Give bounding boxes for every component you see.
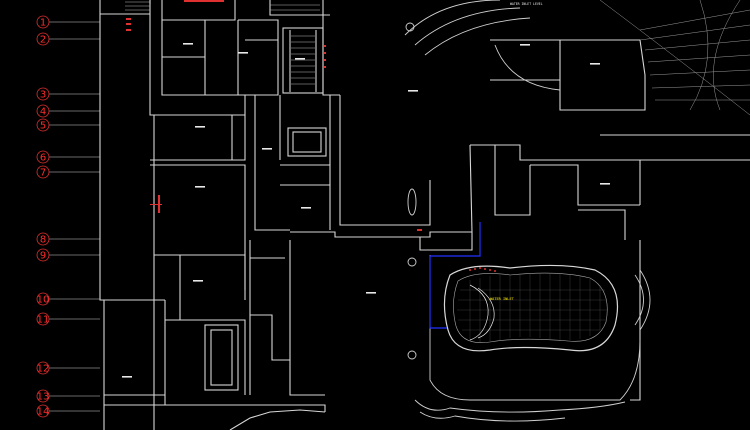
pool-red-markers (469, 267, 496, 272)
grid-axis-label-5: 5 (40, 121, 46, 132)
swimming-pool: WATER INLET (443, 264, 619, 352)
grid-axis-4: 4 (36, 104, 100, 118)
entrance-curve (404, 0, 561, 91)
grid-axis-13: 13 (36, 389, 100, 403)
grid-axis-label-8: 8 (40, 235, 46, 246)
grid-axis-1: 1 (36, 15, 100, 29)
grid-axis-label-9: 9 (40, 251, 46, 262)
grid-axis-10: 10 (36, 292, 100, 306)
pool-steps (469, 284, 489, 341)
grid-axis-label-12: 12 (37, 364, 50, 375)
grid-axis-label-3: 3 (40, 90, 46, 101)
water-supply-line (429, 222, 481, 329)
stair-treads (125, 1, 320, 85)
grid-axis-label-1: 1 (40, 18, 46, 29)
grid-axis-8: 8 (36, 232, 100, 246)
grid-axis-label-6: 6 (40, 153, 46, 164)
grid-axis-label-4: 4 (40, 107, 46, 118)
west-boundary-wall (99, 0, 105, 430)
grid-axis-label-7: 7 (40, 168, 46, 179)
grid-axis-6: 6 (36, 150, 100, 164)
pool-outline (443, 264, 619, 352)
grid-axis-5: 5 (36, 118, 100, 132)
grid-axis-label-11: 11 (37, 315, 50, 326)
pool-terrace (407, 188, 651, 422)
grid-axis-2: 2 (36, 32, 100, 46)
water-inlet-label: WATER INLET (490, 297, 515, 301)
pool-inner-outline (453, 272, 608, 343)
grid-axis-label-14: 14 (37, 407, 50, 418)
room-tags (122, 43, 610, 378)
grid-axis-label-2: 2 (40, 35, 46, 46)
red-annotations (126, 0, 422, 231)
grid-axis-14: 14 (36, 404, 100, 418)
grid-axes: 1 2 3 4 5 6 7 (36, 15, 100, 418)
grid-axis-9: 9 (36, 248, 100, 262)
grid-axis-11: 11 (36, 312, 100, 326)
landscape-fan (599, 0, 750, 116)
pool-tile-pattern (457, 273, 607, 342)
walls (99, 0, 750, 430)
grid-axis-7: 7 (36, 165, 100, 179)
top-note: WATER INLET LEVEL (510, 2, 543, 6)
grid-axis-3: 3 (36, 87, 100, 101)
grid-axis-label-10: 10 (37, 295, 50, 306)
grid-axis-12: 12 (36, 361, 100, 375)
grid-axis-label-13: 13 (37, 392, 50, 403)
